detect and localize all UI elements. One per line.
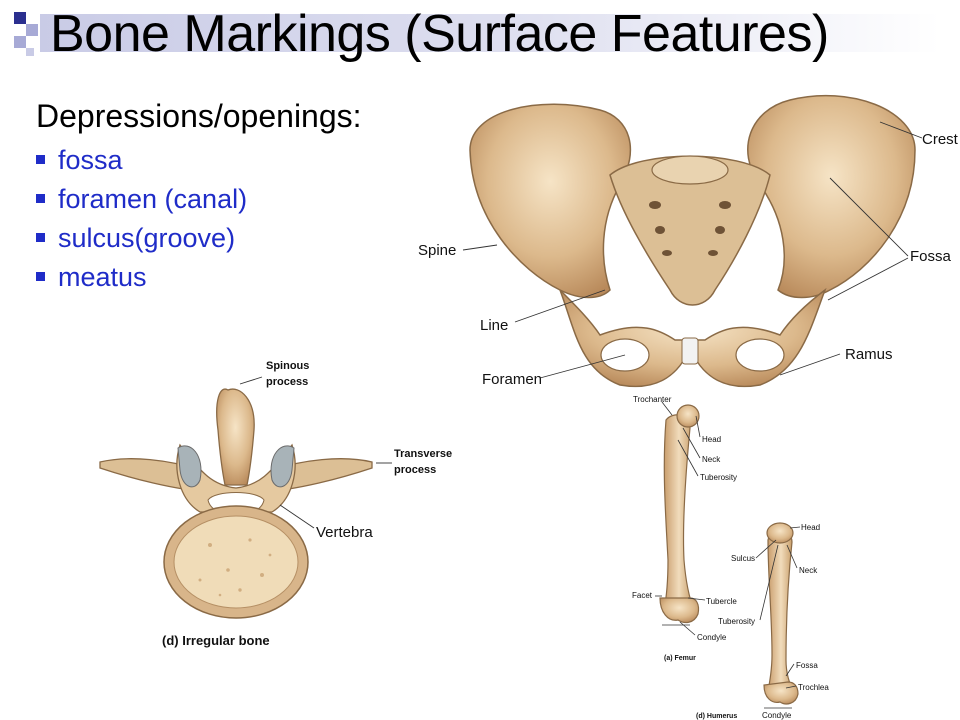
obturator-foramen-right — [735, 338, 785, 372]
pelvis-label-fossa: Fossa — [910, 248, 952, 265]
vertebra-label-spinous-1: Spinous — [266, 360, 309, 372]
bullet-text: foramen (canal) — [58, 184, 248, 214]
humerus-label-tuberosity: Tuberosity — [718, 617, 755, 626]
humerus-label-sulcus: Sulcus — [731, 554, 755, 563]
humerus-label-condyle: Condyle — [762, 711, 792, 720]
bullet-list: fossa foramen (canal) sulcus(groove) mea… — [36, 144, 247, 300]
pelvis-label-spine: Spine — [418, 242, 456, 259]
pelvis-label-ramus: Ramus — [845, 346, 893, 363]
pelvis-leader-lines — [462, 121, 923, 379]
vertebra-label-transverse-2: process — [394, 464, 436, 476]
femur-caption: (a) Femur — [664, 655, 696, 662]
bullet-square-icon — [36, 272, 45, 281]
pelvis-label-line: Line — [480, 317, 508, 334]
bullet-item: foramen (canal) — [36, 183, 247, 222]
bullet-text: meatus — [58, 262, 147, 292]
vertebra-label-transverse-1: Transverse — [394, 448, 452, 460]
humerus-illustration: Head Sulcus Neck Tuberosity Fossa Trochl… — [696, 522, 829, 720]
pelvis-right-ilium — [747, 94, 916, 299]
pelvis-left-ilium — [469, 103, 632, 299]
humerus-shaft — [767, 530, 796, 693]
bullet-text: sulcus(groove) — [58, 223, 236, 253]
femur-condyles — [659, 597, 700, 624]
pelvis-label-crest: Crest — [922, 131, 959, 148]
femur-label-head: Head — [702, 435, 721, 444]
pelvis-label-foramen: Foramen — [482, 371, 542, 388]
slide-title: Bone Markings (Surface Features) — [50, 5, 829, 63]
femur-shaft — [663, 414, 695, 611]
femur-label-condyle: Condyle — [697, 633, 727, 642]
femur-label-tuberosity: Tuberosity — [700, 473, 737, 482]
femur-label-neck: Neck — [702, 455, 721, 464]
humerus-label-trochlea: Trochlea — [798, 683, 829, 692]
femur-label-trochanter: Trochanter — [633, 395, 672, 404]
humerus-label-head: Head — [801, 523, 820, 532]
humerus-head — [766, 522, 794, 544]
bullet-item: sulcus(groove) — [36, 222, 247, 261]
bullet-text: fossa — [58, 145, 123, 175]
vertebra-illustration: Spinous process Transverse process Verte… — [99, 360, 452, 648]
bullet-square-icon — [36, 194, 45, 203]
femur-head — [676, 404, 700, 428]
humerus-label-fossa: Fossa — [796, 661, 818, 670]
vertebra-label-vertebra: Vertebra — [316, 524, 373, 541]
vertebra-arch — [176, 443, 296, 513]
vertebra-spinous-process — [216, 388, 255, 486]
sacral-foramina — [649, 201, 731, 256]
title-bar — [40, 14, 940, 52]
humerus-condyles — [763, 681, 799, 705]
subheading: Depressions/openings: — [36, 98, 362, 134]
bullet-item: meatus — [36, 261, 247, 300]
femur-label-facet: Facet — [632, 591, 653, 600]
humerus-caption: (d) Humerus — [696, 713, 737, 720]
bullet-item: fossa — [36, 144, 247, 183]
vertebra-label-spinous-2: process — [266, 376, 308, 388]
pelvis-illustration: Crest Spine Fossa Line Ramus Foramen — [418, 94, 959, 388]
bullet-square-icon — [36, 155, 45, 164]
bullet-square-icon — [36, 233, 45, 242]
vertebra-caption: (d) Irregular bone — [162, 633, 270, 648]
femur-illustration: Trochanter Head Neck Tuberosity Facet Tu… — [632, 395, 737, 662]
humerus-label-neck: Neck — [799, 566, 818, 575]
femur-label-tubercle: Tubercle — [706, 597, 737, 606]
